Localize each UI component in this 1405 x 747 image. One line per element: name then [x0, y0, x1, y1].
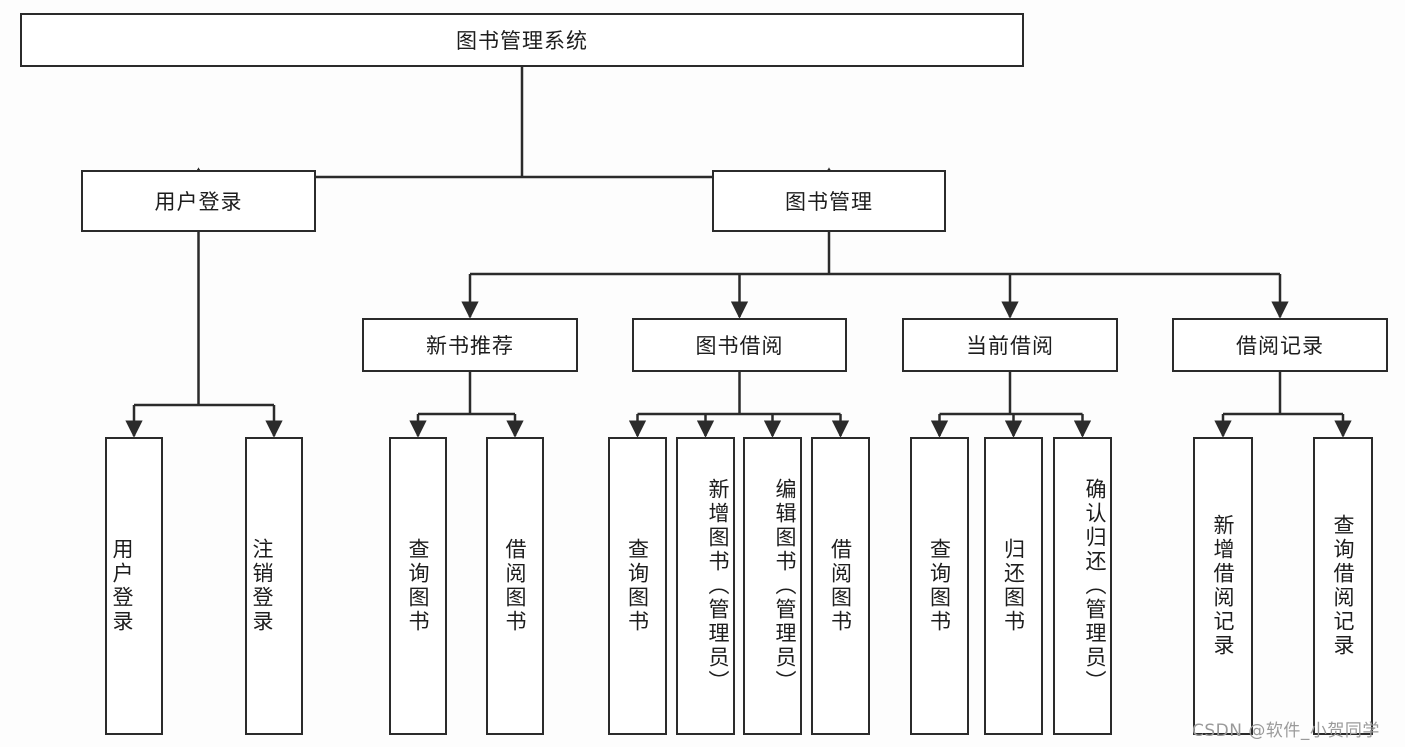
node-label: 查询图书 — [625, 538, 650, 634]
node-l-queryrecord[interactable]: 查询借阅记录 — [1313, 437, 1373, 735]
node-label: 查询图书 — [406, 538, 430, 634]
node-l-editbook[interactable]: 编辑图书（管理员） — [743, 437, 802, 735]
node-label: 图书管理系统 — [456, 29, 588, 53]
node-l-borrowbook2[interactable]: 借阅图书 — [811, 437, 870, 735]
node-root[interactable]: 图书管理系统 — [20, 13, 1024, 67]
node-label: 注销登录 — [250, 538, 274, 634]
node-label: 新增借阅记录 — [1211, 514, 1235, 658]
node-label: 借阅图书 — [503, 538, 527, 634]
node-label: 用户登录 — [154, 190, 243, 214]
node-borrow[interactable]: 图书借阅 — [632, 318, 847, 372]
node-records[interactable]: 借阅记录 — [1172, 318, 1388, 372]
node-label: 归还图书 — [1001, 538, 1026, 634]
node-label: 编辑图书（管理员） — [773, 478, 797, 694]
node-l-querybook3[interactable]: 查询图书 — [910, 437, 969, 735]
csdn-watermark: CSDN @软件_小贺同学 — [1192, 721, 1380, 741]
node-label: 查询图书 — [927, 538, 952, 634]
node-label: 图书借阅 — [695, 334, 784, 358]
node-l-borrowbook1[interactable]: 借阅图书 — [486, 437, 544, 735]
node-label: 查询借阅记录 — [1331, 514, 1355, 658]
node-l-querybook2[interactable]: 查询图书 — [608, 437, 667, 735]
node-label: 借阅图书 — [828, 538, 853, 634]
node-l-logout[interactable]: 注销登录 — [245, 437, 303, 735]
node-l-confirm[interactable]: 确认归还（管理员） — [1053, 437, 1112, 735]
node-label: 新书推荐 — [426, 334, 514, 358]
node-l-querybook1[interactable]: 查询图书 — [389, 437, 447, 735]
node-l-addbook[interactable]: 新增图书（管理员） — [676, 437, 735, 735]
node-label: 借阅记录 — [1236, 334, 1324, 358]
node-label: 当前借阅 — [966, 334, 1054, 358]
node-login[interactable]: 用户登录 — [81, 170, 316, 232]
node-l-returnbook[interactable]: 归还图书 — [984, 437, 1043, 735]
node-newbooks[interactable]: 新书推荐 — [362, 318, 578, 372]
node-bookmgmt[interactable]: 图书管理 — [712, 170, 946, 232]
node-label: 确认归还（管理员） — [1083, 478, 1107, 694]
node-l-userlogin[interactable]: 用户登录 — [105, 437, 163, 735]
node-label: 图书管理 — [785, 190, 873, 214]
node-l-addrecord[interactable]: 新增借阅记录 — [1193, 437, 1253, 735]
node-label: 用户登录 — [110, 538, 134, 634]
node-current[interactable]: 当前借阅 — [902, 318, 1118, 372]
node-label: 新增图书（管理员） — [706, 478, 730, 694]
